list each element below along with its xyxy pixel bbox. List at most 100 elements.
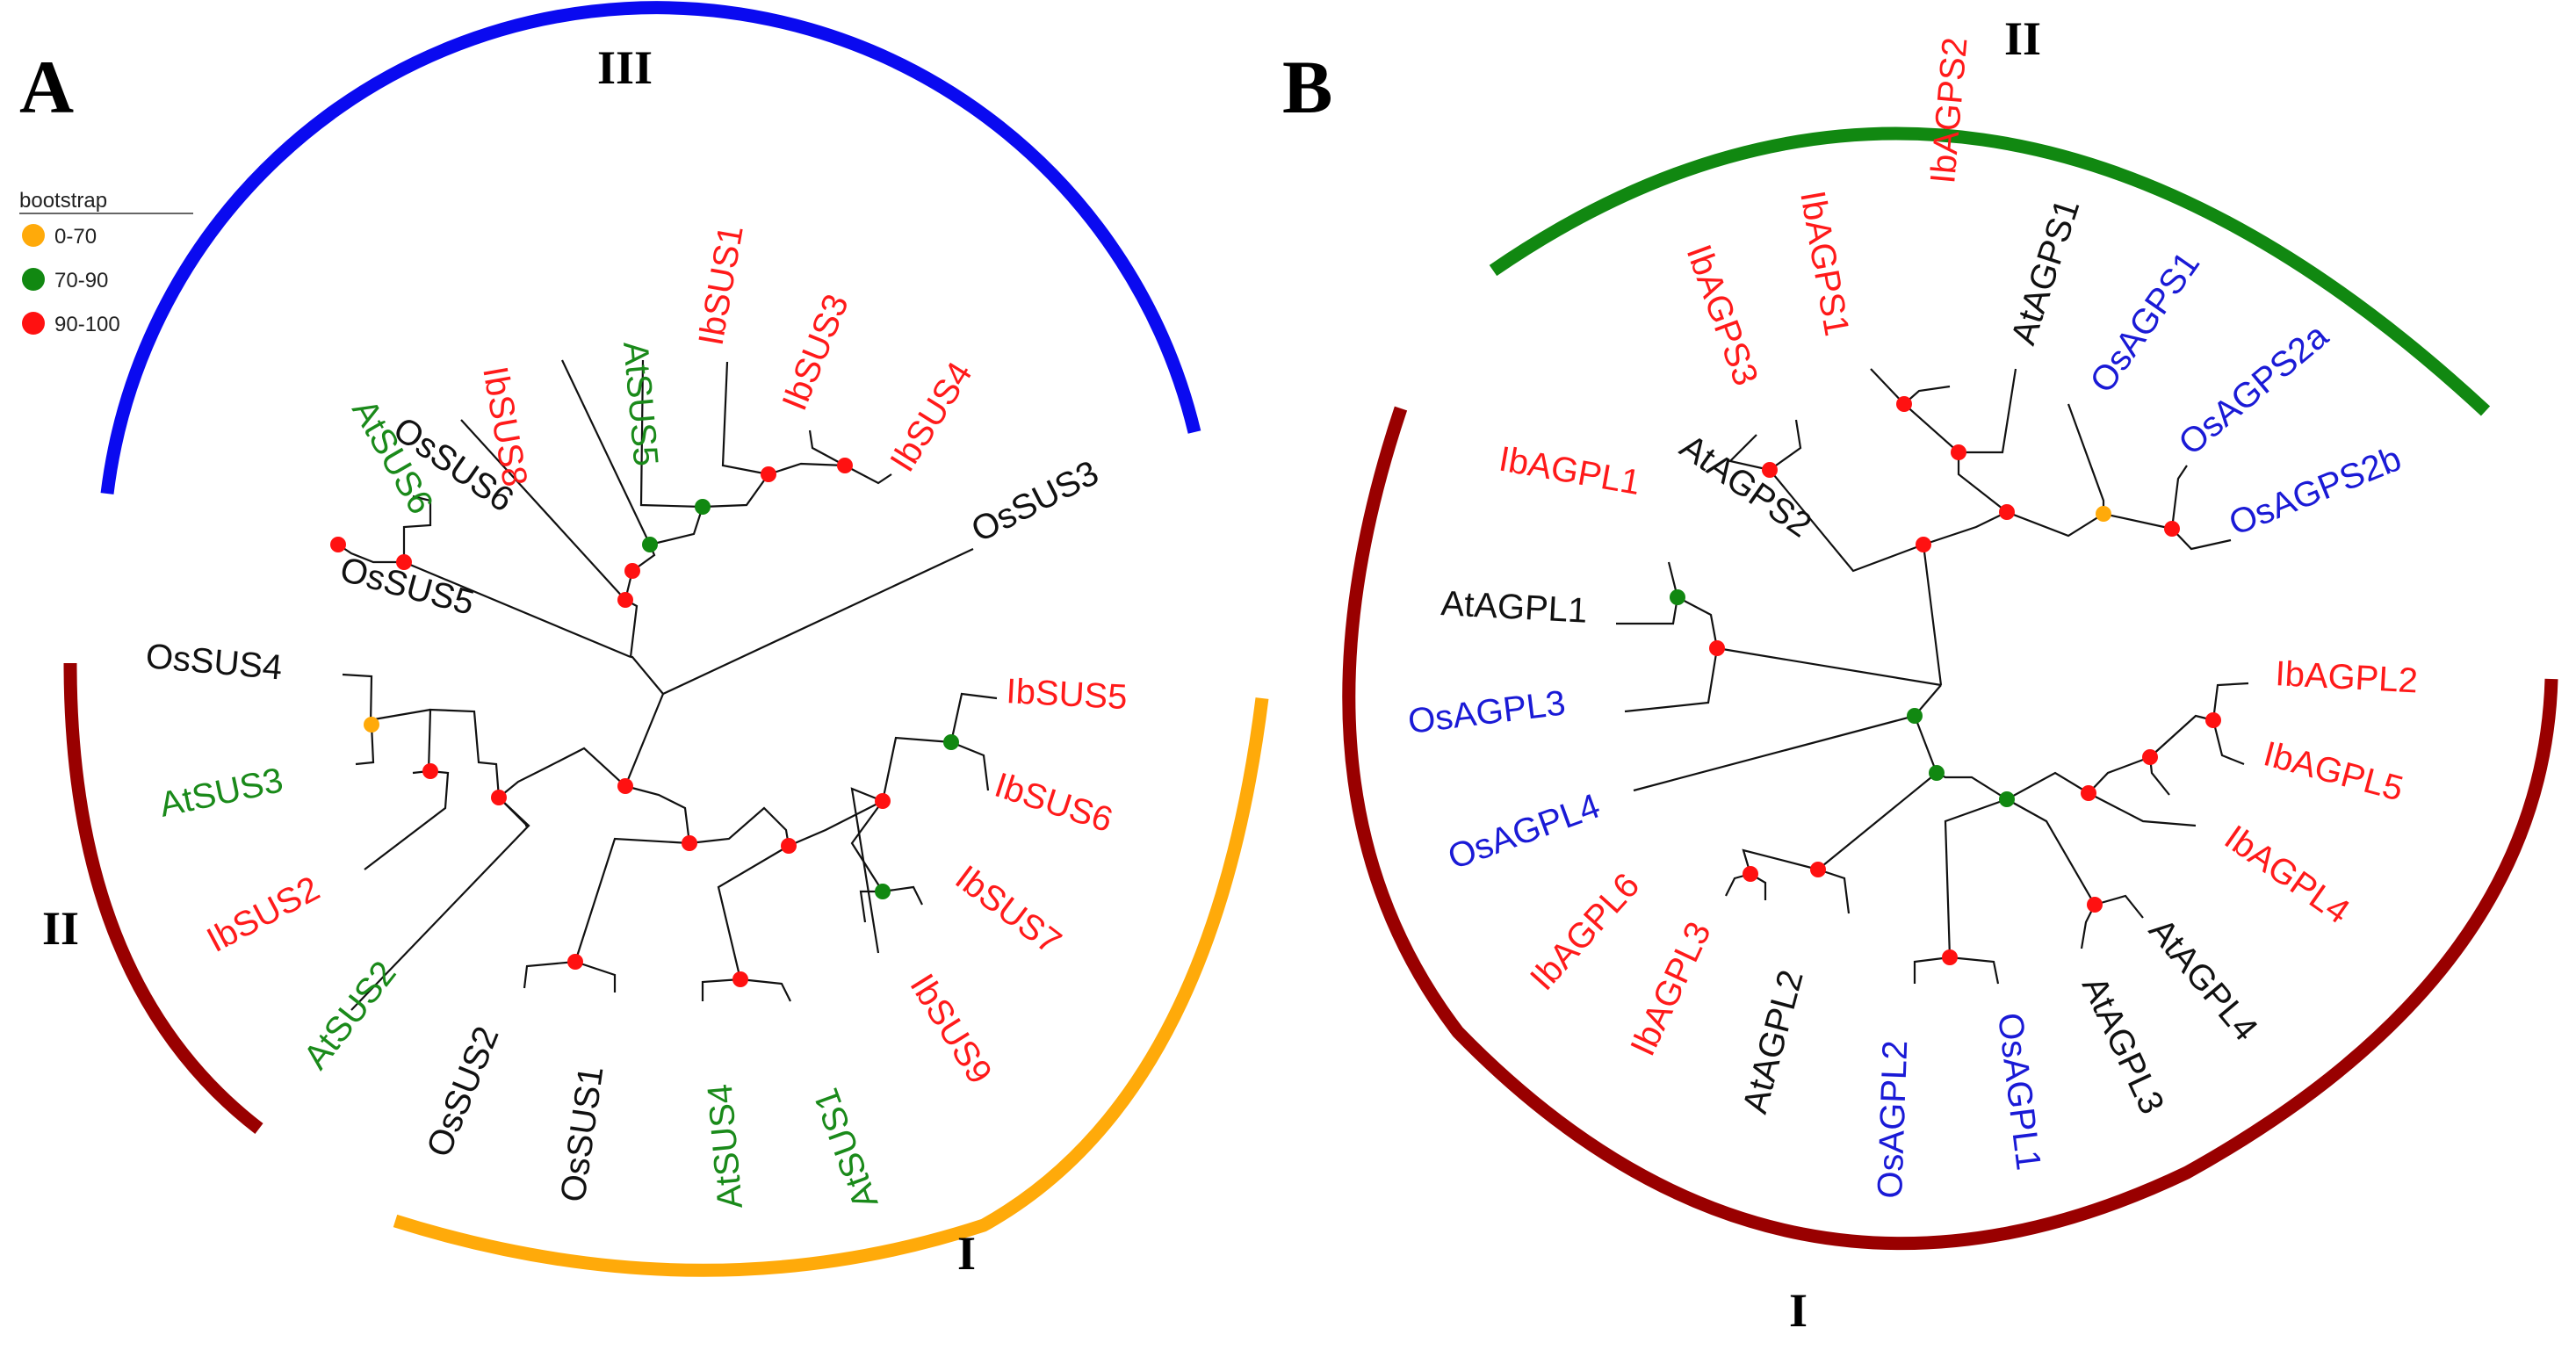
leaf-label-atsus4: AtSUS4 [701, 1082, 750, 1210]
clade-arc-ii [63, 662, 263, 1134]
leaf-label-ibagpl4: IbAGPL4 [2218, 818, 2356, 931]
tree-b-bootstrap-dot-1 [1896, 396, 1912, 412]
tree-a-bootstrap-dot-0 [396, 554, 412, 570]
clade-label-iii: III [597, 41, 653, 94]
leaf-label-atsus1: AtSUS1 [806, 1083, 885, 1214]
leaf-label-ossus2: OsSUS2 [420, 1021, 507, 1163]
leaf-label-ibagps2: IbAGPS2 [1923, 36, 1974, 185]
leaf-label-osagps1: OsAGPS1 [2082, 245, 2207, 400]
legend-swatch-mid [22, 268, 45, 291]
clade-label-i-b: I [1789, 1284, 1808, 1337]
clade-label-i: I [957, 1227, 976, 1280]
leaf-label-osagpl2: OsAGPL2 [1871, 1040, 1915, 1200]
bootstrap-legend: bootstrap 0-70 70-90 90-100 [19, 189, 193, 336]
tree-a-bootstrap-dots [330, 458, 959, 987]
tree-b-bootstrap-dot-16 [2081, 785, 2096, 801]
legend-label-high: 90-100 [54, 313, 120, 336]
leaf-label-ibagps3: IbAGPS3 [1679, 240, 1765, 391]
leaf-label-ibsus5: IbSUS5 [1006, 672, 1129, 717]
tree-a-bootstrap-dot-6 [761, 466, 776, 482]
tree-b-bootstrap-dot-3 [1916, 537, 1931, 552]
tree-b-bootstrap-dot-13 [1999, 791, 2015, 807]
tree-b-bootstrap-dot-6 [2164, 521, 2180, 537]
leaf-label-osagps2b: OsAGPS2b [2224, 439, 2406, 543]
tree-b-bootstrap-dot-4 [1999, 504, 2015, 520]
tree-b-bootstrap-dot-18 [2205, 712, 2221, 728]
leaf-label-ossus1: OsSUS1 [553, 1064, 610, 1204]
legend-swatch-high [22, 312, 45, 335]
clade-arc-ii-b [1489, 126, 2491, 416]
tree-a-bootstrap-dot-5 [695, 499, 711, 515]
tree-a-bootstrap-dot-15 [781, 838, 797, 854]
tree-b-bootstrap-dot-8 [1709, 640, 1725, 656]
leaf-label-ibagps1: IbAGPS1 [1793, 188, 1856, 339]
leaf-label-atsus3: AtSUS3 [156, 761, 286, 825]
leaf-label-ibsus9: IbSUS9 [902, 967, 999, 1090]
tree-b-bootstrap-dot-15 [2087, 897, 2103, 913]
legend-label-low: 0-70 [54, 225, 97, 249]
leaf-label-ibsus6: IbSUS6 [990, 766, 1117, 840]
tree-b-bootstrap-dots [1670, 396, 2221, 965]
leaf-label-osagps2a: OsAGPS2a [2172, 316, 2336, 463]
tree-a-bootstrap-dot-10 [422, 763, 438, 779]
leaf-label-ibsus7: IbSUS7 [949, 858, 1069, 962]
panel-b-letter: B [1282, 45, 1332, 129]
leaf-label-ibagpl1: IbAGPL1 [1496, 440, 1643, 503]
tree-a-bootstrap-dot-14 [732, 971, 748, 987]
tree-a-bootstrap-dot-13 [567, 954, 583, 970]
leaf-label-atagpl3: AtAGPL3 [2075, 971, 2171, 1120]
leaf-label-ibagpl6: IbAGPL6 [1523, 866, 1647, 998]
leaf-label-ibsus1: IbSUS1 [692, 222, 751, 348]
leaf-label-ibagpl5: IbAGPL5 [2260, 734, 2407, 809]
tree-a-bootstrap-dot-11 [364, 717, 379, 733]
tree-a-bootstrap-dot-12 [682, 835, 697, 851]
leaf-label-atagpl1: AtAGPL1 [1440, 584, 1589, 631]
leaf-label-ossus4: OsSUS4 [144, 637, 284, 687]
tree-b-bootstrap-dot-9 [1907, 708, 1923, 724]
leaf-label-ibagpl2: IbAGPL2 [2275, 654, 2419, 700]
legend-title: bootstrap [19, 189, 107, 213]
leaf-label-atagpl2: AtAGPL2 [1735, 966, 1811, 1117]
leaf-label-atagpl4: AtAGPL4 [2141, 912, 2265, 1049]
leaf-label-ibsus4: IbSUS4 [883, 356, 979, 479]
leaf-label-osagpl1: OsAGPL1 [1990, 1011, 2048, 1173]
leaf-label-ossus3: OsSUS3 [965, 453, 1105, 550]
tree-a-bootstrap-dot-16 [875, 793, 891, 809]
leaf-label-osagpl3: OsAGPL3 [1406, 683, 1568, 741]
clade-label-ii-b: II [2004, 12, 2041, 65]
tree-b-bootstrap-dot-0 [1762, 462, 1778, 478]
tree-a-bootstrap-dot-8 [617, 778, 633, 794]
leaf-label-ibagpl3: IbAGPL3 [1623, 916, 1718, 1062]
clade-label-ii: II [42, 902, 79, 955]
tree-a-bootstrap-dot-4 [642, 537, 658, 552]
tree-b-bootstrap-dot-11 [1810, 862, 1826, 877]
tree-b-bootstrap-dot-12 [1743, 866, 1758, 882]
tree-a-bootstrap-dot-1 [330, 537, 346, 552]
clade-arc-i [393, 697, 1269, 1277]
leaf-label-osagpl4: OsAGPL4 [1443, 787, 1605, 877]
clade-arc-iii [100, 1, 1201, 494]
clade-arc-i-b [1342, 406, 2558, 1251]
tree-b-bootstrap-dot-2 [1951, 444, 1966, 460]
tree-a-bootstrap-dot-17 [943, 734, 959, 750]
tree-a-bootstrap-dot-2 [617, 592, 633, 608]
legend-swatch-low [22, 224, 45, 247]
tree-b-bootstrap-dot-7 [1670, 589, 1685, 605]
leaf-label-ibsus2: IbSUS2 [201, 869, 326, 960]
panel-a-letter: A [19, 45, 74, 129]
leaf-label-ibsus3: IbSUS3 [776, 289, 856, 415]
leaf-label-atsus5: AtSUS5 [616, 340, 665, 468]
leaf-label-atsus2: AtSUS2 [296, 954, 403, 1076]
tree-b-bootstrap-dot-5 [2096, 506, 2111, 522]
tree-b-bootstrap-dot-17 [2142, 749, 2158, 765]
panel-a: A bootstrap 0-70 70-90 90-100 III II I [19, 1, 1269, 1280]
leaf-label-atagps1: AtAGPS1 [2004, 194, 2088, 349]
tree-b-bootstrap-dot-10 [1929, 765, 1945, 781]
tree-a-bootstrap-dot-18 [875, 884, 891, 899]
legend-label-mid: 70-90 [54, 269, 108, 292]
tree-a-bootstrap-dot-9 [491, 790, 507, 805]
tree-a-bootstrap-dot-3 [624, 563, 640, 579]
